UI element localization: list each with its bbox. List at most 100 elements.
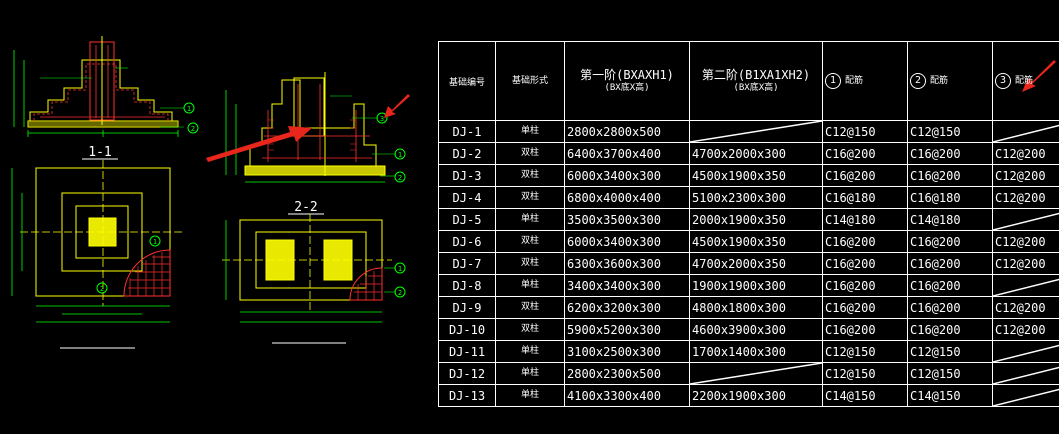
cell-r2: C16@200 xyxy=(907,296,993,320)
section-1-1-title: 1-1 xyxy=(88,145,111,160)
cell-r3: C12@200 xyxy=(992,318,1059,342)
cell-id: DJ-8 xyxy=(438,274,496,298)
cell-r1: C16@200 xyxy=(822,230,908,254)
callout-3: 3 xyxy=(380,115,384,123)
cell-dim1: 6200x3200x300 xyxy=(564,296,690,320)
cell-r2: C16@200 xyxy=(907,164,993,188)
cell-r3: C12@200 xyxy=(992,252,1059,276)
cell-r2: C16@200 xyxy=(907,318,993,342)
cell-r1: C12@150 xyxy=(822,120,908,144)
cell-dim2: 5100x2300x300 xyxy=(689,186,823,210)
cell-id: DJ-6 xyxy=(438,230,496,254)
cell-type: 双柱 xyxy=(495,186,565,210)
cell-type: 双柱 xyxy=(495,230,565,254)
cell-type: 双柱 xyxy=(495,142,565,166)
plan1-callout-1: 1 xyxy=(153,238,157,246)
cell-dim1: 3500x3500x300 xyxy=(564,208,690,232)
cell-r2: C16@180 xyxy=(907,186,993,210)
cell-r3 xyxy=(992,208,1059,232)
cell-id: DJ-4 xyxy=(438,186,496,210)
empty-cell-slash xyxy=(993,363,1059,384)
cell-type: 双柱 xyxy=(495,296,565,320)
callout-1: 1 xyxy=(187,105,191,113)
cell-dim1: 4100x3300x400 xyxy=(564,384,690,407)
cell-dim2: 4500x1900x350 xyxy=(689,230,823,254)
cell-dim1: 2800x2800x500 xyxy=(564,120,690,144)
cell-r1: C16@200 xyxy=(822,164,908,188)
cell-dim1: 3400x3400x300 xyxy=(564,274,690,298)
cell-type: 单柱 xyxy=(495,340,565,364)
header-type: 基础形式 xyxy=(495,40,565,122)
empty-cell-slash xyxy=(690,363,822,384)
cell-id: DJ-2 xyxy=(438,142,496,166)
cell-r2: C16@200 xyxy=(907,274,993,298)
cell-dim1: 6000x3400x300 xyxy=(564,230,690,254)
cell-r3 xyxy=(992,384,1059,407)
callout-2: 2 xyxy=(191,125,195,133)
empty-cell-slash xyxy=(993,209,1059,230)
cell-r2: C12@150 xyxy=(907,340,993,364)
cell-r1: C16@200 xyxy=(822,274,908,298)
red-arrow-left xyxy=(206,126,312,162)
header-id: 基础编号 xyxy=(438,40,496,122)
cell-r2: C16@200 xyxy=(907,142,993,166)
cell-r3 xyxy=(992,340,1059,364)
cell-r3: C12@200 xyxy=(992,296,1059,320)
cell-r1: C12@150 xyxy=(822,340,908,364)
cell-r1: C12@150 xyxy=(822,362,908,386)
empty-cell-slash xyxy=(993,341,1059,362)
section-2-2-title: 2-2 xyxy=(294,200,317,215)
cell-r3 xyxy=(992,120,1059,144)
cell-type: 双柱 xyxy=(495,252,565,276)
cell-dim2 xyxy=(689,120,823,144)
cell-dim1: 5900x5200x300 xyxy=(564,318,690,342)
cell-id: DJ-10 xyxy=(438,318,496,342)
cell-dim1: 6400x3700x400 xyxy=(564,142,690,166)
cell-r1: C16@200 xyxy=(822,142,908,166)
cell-r3 xyxy=(992,274,1059,298)
foundation-schedule-table: 基础编号 基础形式 第一阶(BXAXH1) (BX底X高) 第二阶(B1XA1X… xyxy=(438,40,1059,407)
cell-dim2: 1900x1900x300 xyxy=(689,274,823,298)
cell-type: 双柱 xyxy=(495,318,565,342)
cell-id: DJ-12 xyxy=(438,362,496,386)
cell-r1: C14@180 xyxy=(822,208,908,232)
cell-dim1: 6800x4000x400 xyxy=(564,186,690,210)
plan2-callout-2: 2 xyxy=(398,289,402,297)
cell-type: 单柱 xyxy=(495,120,565,144)
sec2-callout-1: 1 xyxy=(398,151,402,159)
rebar1-circle-icon: 1 xyxy=(825,73,841,90)
cell-r2: C12@150 xyxy=(907,120,993,144)
cell-r3: C12@200 xyxy=(992,142,1059,166)
cell-r1: C16@200 xyxy=(822,252,908,276)
rebar3-circle-icon: 3 xyxy=(995,73,1011,90)
red-arrow-middle xyxy=(384,94,410,118)
cell-id: DJ-9 xyxy=(438,296,496,320)
cell-r3 xyxy=(992,362,1059,386)
header-dim1: 第一阶(BXAXH1) (BX底X高) xyxy=(564,40,690,122)
cell-r2: C12@150 xyxy=(907,362,993,386)
empty-cell-slash xyxy=(690,121,822,142)
cell-r1: C16@200 xyxy=(822,318,908,342)
cell-dim2 xyxy=(689,362,823,386)
cell-r1: C14@150 xyxy=(822,384,908,407)
header-dim2: 第二阶(B1XA1XH2) (BX底X高) xyxy=(689,40,823,122)
cell-r1: C16@180 xyxy=(822,186,908,210)
cell-r2: C16@200 xyxy=(907,230,993,254)
cell-id: DJ-11 xyxy=(438,340,496,364)
cell-r3: C12@200 xyxy=(992,164,1059,188)
section-2-2-elevation: 3 1 2 2-2 xyxy=(225,72,406,215)
cell-id: DJ-13 xyxy=(438,384,496,407)
cell-dim1: 3100x2500x300 xyxy=(564,340,690,364)
cell-dim1: 6300x3600x300 xyxy=(564,252,690,276)
plan2-callout-1: 1 xyxy=(398,265,402,273)
cell-dim1: 2800x2300x500 xyxy=(564,362,690,386)
cell-dim1: 6000x3400x300 xyxy=(564,164,690,188)
